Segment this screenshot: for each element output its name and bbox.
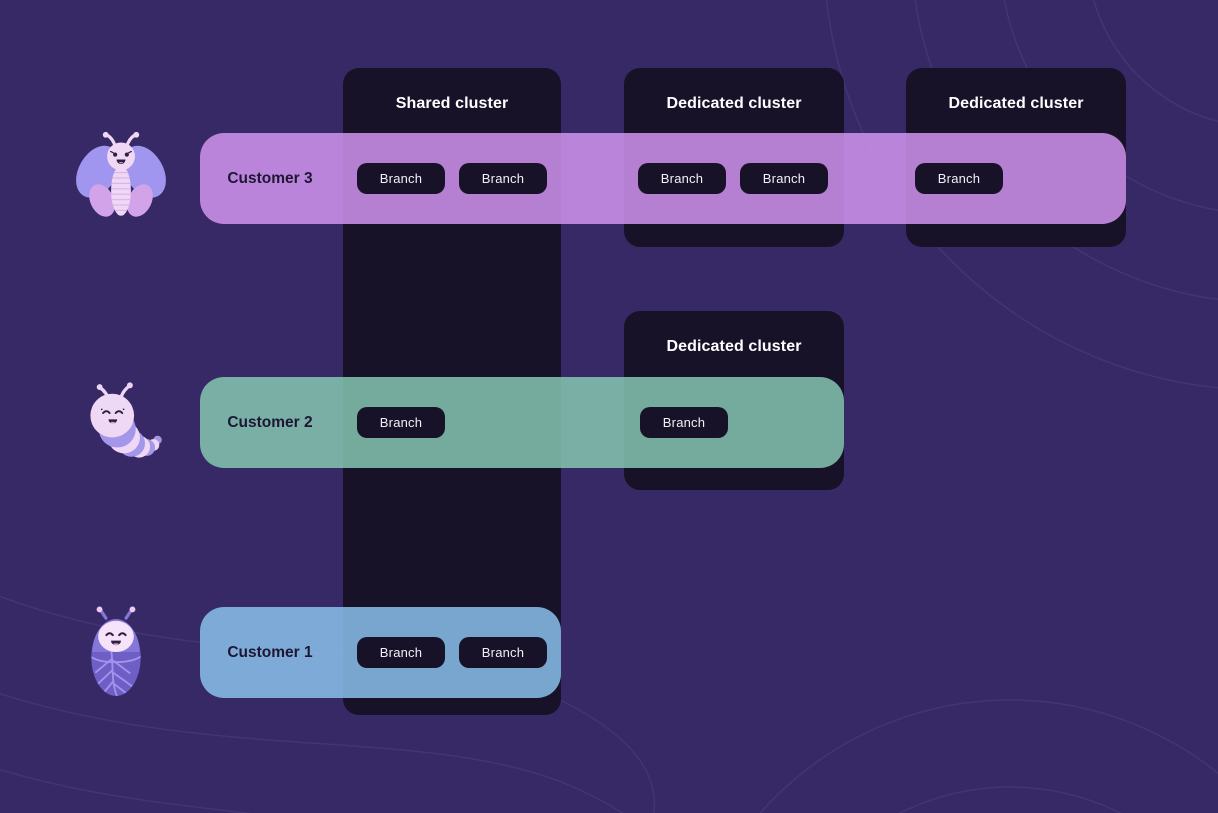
customer-2-label: Customer 2 <box>227 413 313 431</box>
customer-2-row: Customer 2 <box>200 377 844 468</box>
branch-pill-c3-shared-2: Branch <box>459 163 547 194</box>
shared-cluster-title: Shared cluster <box>395 95 509 112</box>
branch-pill-c1-shared-2: Branch <box>459 637 547 668</box>
customer-1-label: Customer 1 <box>227 643 313 661</box>
dedicated-cluster-title-top-middle: Dedicated cluster <box>666 95 802 112</box>
branch-pill-c2-dedicated: Branch <box>640 407 728 438</box>
caterpillar-mascot-icon <box>90 382 162 458</box>
branch-pill-c3-dedicated-2: Branch <box>740 163 828 194</box>
chrysalis-mascot-icon <box>91 606 141 696</box>
butterfly-mascot-icon <box>76 131 166 217</box>
customer-3-label: Customer 3 <box>227 169 313 187</box>
branch-pill-c2-shared: Branch <box>357 407 445 438</box>
branch-pill-c3-dedicated-right: Branch <box>915 163 1003 194</box>
dedicated-cluster-title-top-right: Dedicated cluster <box>948 95 1084 112</box>
branch-pill-c3-shared-1: Branch <box>357 163 445 194</box>
dedicated-cluster-title-middle: Dedicated cluster <box>666 338 802 355</box>
branch-pill-c3-dedicated-1: Branch <box>638 163 726 194</box>
branch-pill-c1-shared-1: Branch <box>357 637 445 668</box>
